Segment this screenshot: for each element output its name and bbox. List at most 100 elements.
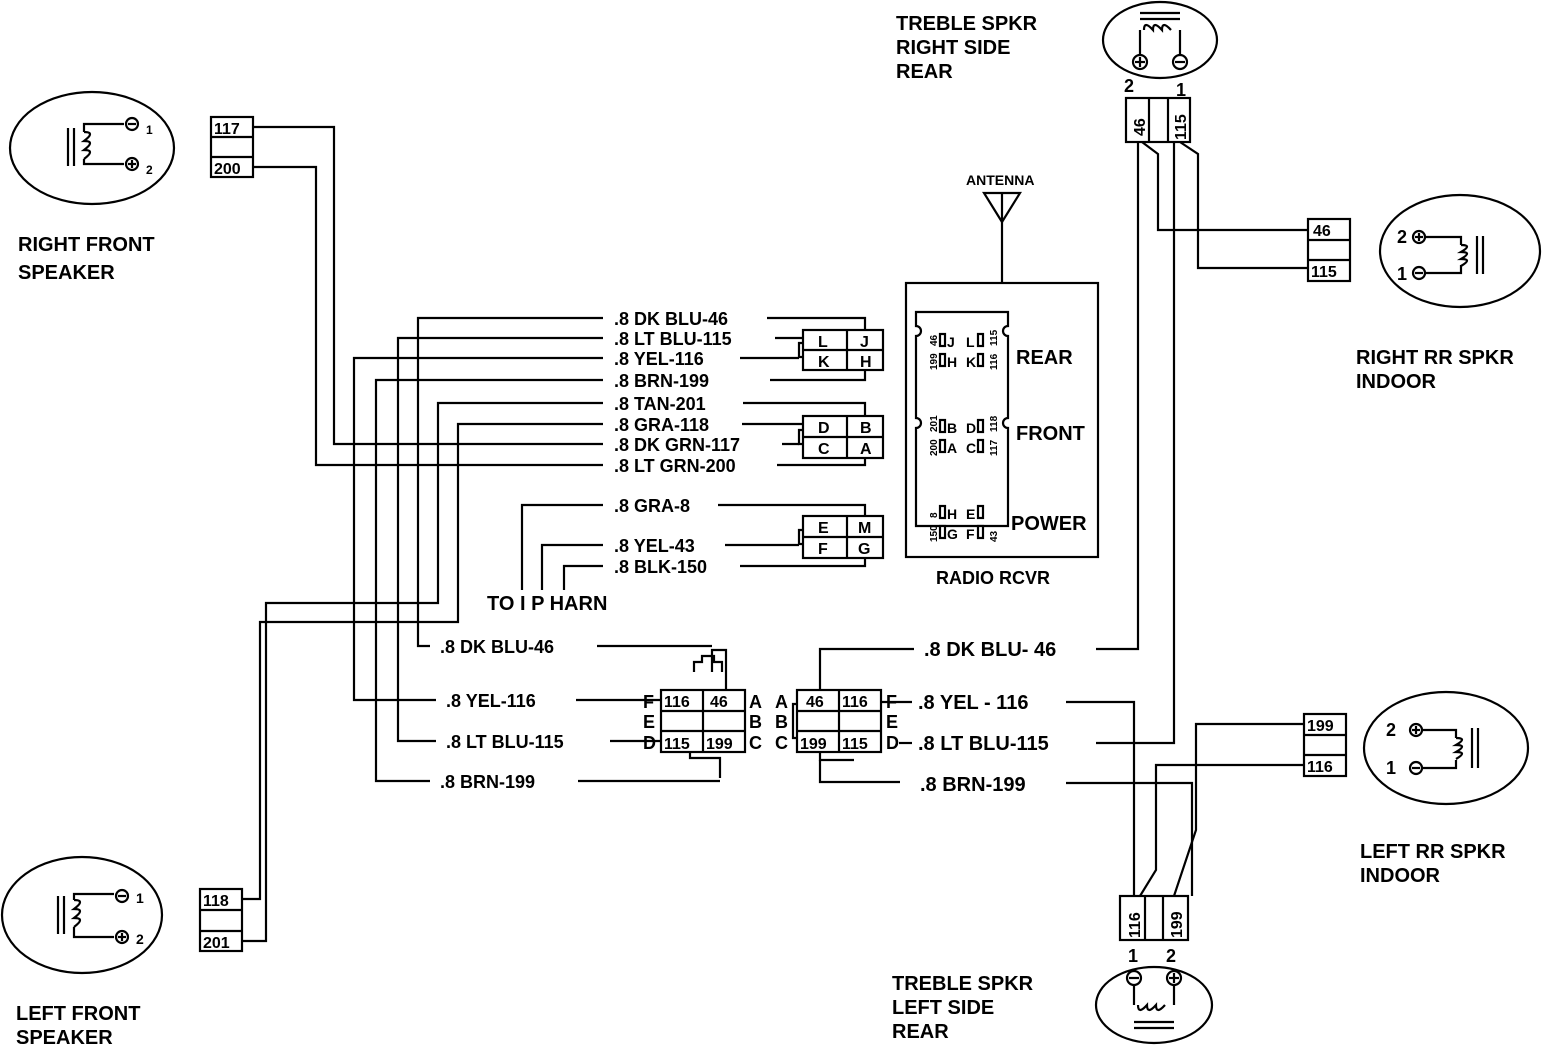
connector-cell: 201: [203, 935, 230, 952]
radio-section-front: FRONT: [1016, 423, 1085, 445]
left-front-speaker: 1 2 LEFT FRONT SPEAKER: [0, 855, 164, 1046]
plug-cell: L: [818, 334, 828, 351]
radio-caption: RADIO RCVR: [936, 568, 1050, 588]
front-plug-connector: D B C A: [797, 414, 885, 460]
wire-label: .8 YEL-116: [614, 349, 704, 369]
wire-label: .8 BRN-199: [440, 772, 535, 792]
wire-label: .8 GRA-8: [614, 496, 690, 516]
pin-label: 2: [1397, 227, 1407, 247]
pin-label: 2: [1124, 76, 1134, 96]
connector-cell: 116: [1307, 759, 1333, 776]
radio-pin-letter: F: [966, 526, 975, 542]
wire-label: .8 DK BLU- 46: [924, 639, 1056, 661]
wire-label: .8 BRN-199: [920, 774, 1026, 796]
pin-letter: A: [775, 692, 788, 712]
plug-cell: G: [858, 541, 870, 558]
radio-pin-num: 116: [989, 353, 1000, 370]
harness-wires: [242, 125, 867, 943]
pin-2-label: 2: [136, 931, 144, 947]
wire-label: .8 DK BLU-46: [614, 309, 728, 329]
treble-left-speaker: 116 199 1 2 TREBLE SPKR LEFT SIDE REAR: [892, 894, 1214, 1045]
speaker-title: TREBLE SPKR: [892, 973, 1034, 995]
wire-label: .8 YEL - 116: [918, 692, 1028, 714]
speaker-title: RIGHT FRONT: [18, 234, 155, 256]
speaker-title: REAR: [892, 1021, 949, 1043]
radio-pin-num: 46: [929, 334, 940, 346]
antenna-icon: [982, 191, 1022, 283]
pin-letter: E: [643, 712, 655, 732]
plug-cell: K: [818, 354, 830, 371]
plug-cell: C: [818, 441, 830, 458]
connector-cell: 46: [806, 694, 824, 711]
pin-2-label: 2: [146, 163, 153, 177]
speaker-title: RIGHT SIDE: [896, 37, 1010, 59]
radio-pin-num: 43: [989, 530, 1000, 542]
right-front-speaker: 1 2 RIGHT FRONT SPEAKER: [8, 90, 176, 284]
wire-label: .8 BLK-150: [614, 557, 707, 577]
pin-letter: A: [749, 692, 762, 712]
speaker-title: RIGHT RR SPKR: [1356, 347, 1514, 369]
radio-pin-letter: L: [966, 334, 975, 350]
wire-label: .8 DK BLU-46: [440, 637, 554, 657]
pin-letter: B: [775, 712, 788, 732]
mid-right-connector: 46 116 199 115 A B C F E D: [775, 688, 899, 762]
connector-cell: 199: [800, 736, 827, 753]
wire-label: .8 DK GRN-117: [614, 435, 740, 455]
speaker-title: REAR: [896, 61, 953, 83]
plug-cell: D: [818, 420, 830, 437]
wire-label: .8 LT BLU-115: [918, 733, 1049, 755]
speaker-title: LEFT SIDE: [892, 997, 994, 1019]
connector-cell: 46: [1132, 118, 1149, 136]
connector-cell: 118: [203, 893, 229, 910]
radio-pin-letter: D: [966, 420, 976, 436]
connector-cell: 117: [214, 121, 240, 138]
connector-cell: 116: [664, 694, 690, 711]
radio-pin-num: 117: [989, 439, 1000, 456]
speaker-title: LEFT RR SPKR: [1360, 841, 1506, 863]
pin-label: 2: [1386, 720, 1396, 740]
radio-pin-letter: G: [947, 526, 958, 542]
wire-label: .8 LT BLU-115: [614, 329, 732, 349]
connector-cell: 46: [710, 694, 728, 711]
pin-letter: C: [749, 733, 762, 753]
harness-labels: .8 DK BLU-46 .8 LT BLU-115 .8 YEL-116 .8…: [487, 309, 740, 615]
pin-letter: F: [643, 692, 654, 712]
plug-cell: A: [860, 441, 872, 458]
connector-cell: 115: [1311, 264, 1337, 281]
connector-cell: 200: [214, 161, 241, 178]
antenna-label: ANTENNA: [966, 172, 1034, 188]
lower-right-wires: [818, 142, 1194, 896]
radio-pin-letter: C: [966, 440, 976, 456]
pin-label: 1: [1386, 758, 1396, 778]
plug-cell: J: [860, 334, 869, 351]
connector-cell: 199: [706, 736, 733, 753]
plug-cell: B: [860, 420, 872, 437]
speaker-title: LEFT FRONT: [16, 1003, 140, 1025]
radio-pin-num: 200: [929, 439, 940, 456]
connector-cell: 115: [1173, 114, 1190, 140]
wire-label: .8 LT GRN-200: [614, 456, 736, 476]
connector-cell: 199: [1169, 911, 1186, 938]
pin-1-label: 1: [146, 123, 153, 137]
radio-pin-letter: E: [966, 506, 975, 522]
connector-cell: 199: [1307, 718, 1334, 735]
radio-pin-letter: K: [966, 354, 976, 370]
connector-cell: 116: [842, 694, 868, 711]
ip-harness-label: TO I P HARN: [487, 593, 607, 615]
radio-pin-num: 115: [989, 329, 1000, 346]
plug-cell: M: [858, 520, 871, 537]
radio-pin-num: 150: [929, 525, 940, 542]
speaker-title: INDOOR: [1356, 371, 1437, 393]
pin-letter: D: [643, 733, 656, 753]
power-plug-connector: E M F G: [797, 514, 885, 560]
pin-letter: E: [886, 712, 898, 732]
lower-right-labels: .8 DK BLU- 46 .8 YEL - 116 .8 LT BLU-115…: [918, 639, 1056, 796]
pin-label: 1: [1176, 80, 1186, 100]
left-rr-speaker: 199 116 2 1 LEFT RR SPKR INDOOR: [1302, 690, 1530, 887]
radio-pin-num: 201: [929, 415, 940, 432]
mid-left-connector: 116 46 115 199 F E D A B C: [643, 648, 762, 778]
speaker-title: SPEAKER: [18, 262, 115, 284]
speaker-title: INDOOR: [1360, 865, 1441, 887]
pin-letter: D: [886, 733, 899, 753]
